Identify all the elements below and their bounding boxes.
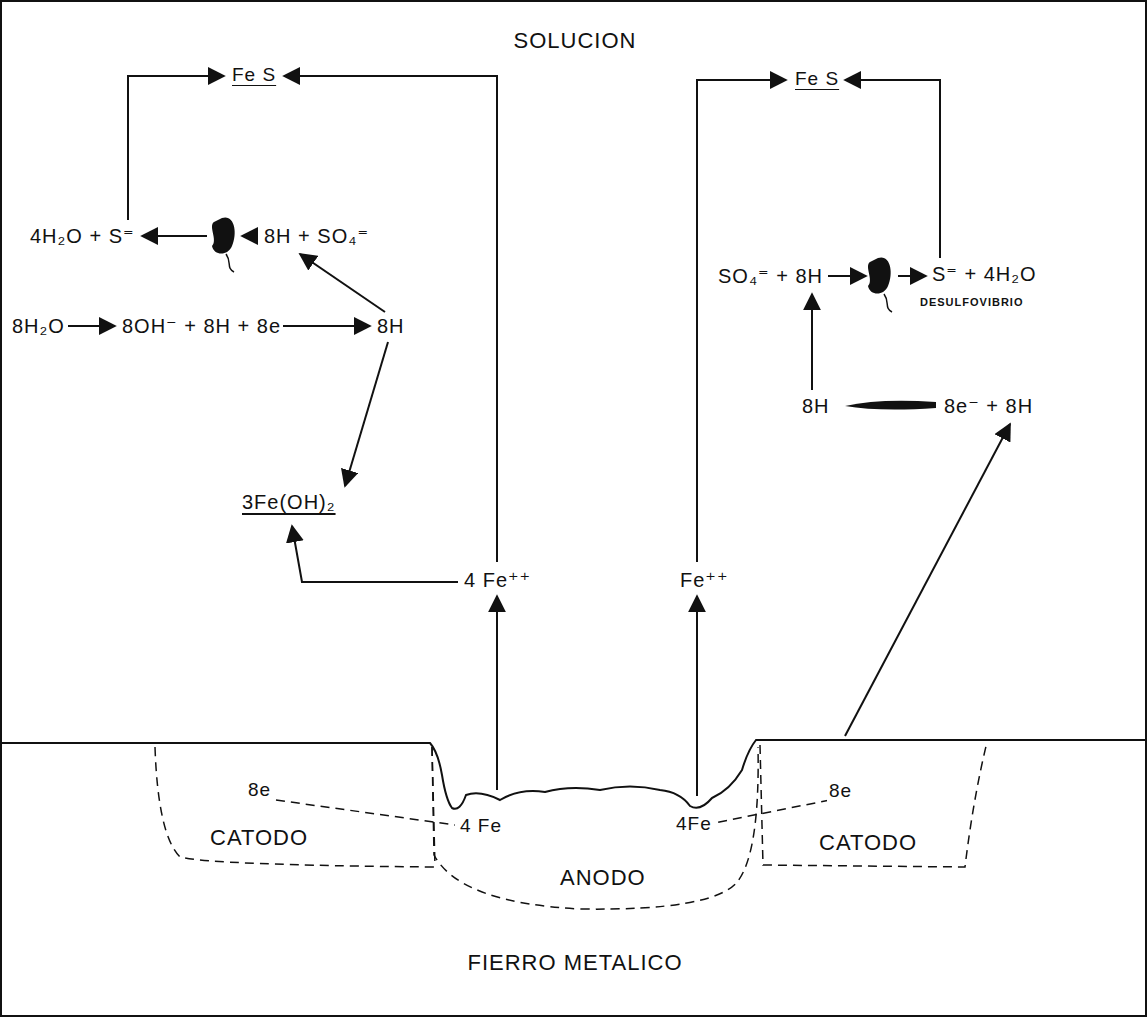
region-name: CATODO: [208, 825, 310, 851]
formula-label: 8e⁻ + 8H: [942, 394, 1035, 418]
reaction-term: 8e: [246, 779, 273, 802]
region-name: ANODO: [558, 865, 648, 891]
electrode-region: 4 Fe 4FeANODO: [430, 745, 765, 915]
formula-label: 8H₂O: [10, 314, 67, 338]
region-label: SOLUCION: [512, 28, 639, 54]
region-name: CATODO: [817, 830, 919, 856]
reaction-term: 4Fe: [674, 813, 714, 836]
electrode-region: 8eCATODO: [755, 740, 995, 875]
desulfovibrio-bacterium: [868, 257, 892, 312]
reaction-term: 4 Fe: [458, 815, 504, 838]
formula-label: 8H + SO₄⁼: [262, 224, 371, 248]
electrode-region: 8eCATODO: [150, 745, 450, 870]
desulfovibrio-bacterium: [212, 217, 235, 272]
formula-label: S⁼ + 4H₂O: [930, 262, 1039, 286]
formula-label: 8H: [800, 394, 832, 418]
electron-paths: [276, 800, 830, 825]
formula-label: Fe S: [230, 64, 278, 87]
formula-label: Fe⁺⁺: [678, 568, 730, 592]
formula-label: 8OH⁻ + 8H + 8e: [120, 314, 283, 338]
formula-label: 4 Fe⁺⁺: [462, 568, 533, 592]
formula-label: SO₄⁼ + 8H: [716, 264, 825, 288]
formula-label: Fe S: [793, 68, 841, 91]
formula-label: 4H₂O + S⁼: [28, 224, 137, 248]
formula-label: 8H: [375, 314, 407, 338]
formula-label: 3Fe(OH)₂: [240, 490, 338, 514]
region-label: FIERRO METALICO: [465, 950, 684, 976]
thick-dash: [845, 401, 936, 410]
organism-name: DESULFOVIBRIO: [918, 296, 1025, 309]
arrows: [68, 76, 1010, 796]
reaction-term: 8e: [827, 780, 854, 803]
